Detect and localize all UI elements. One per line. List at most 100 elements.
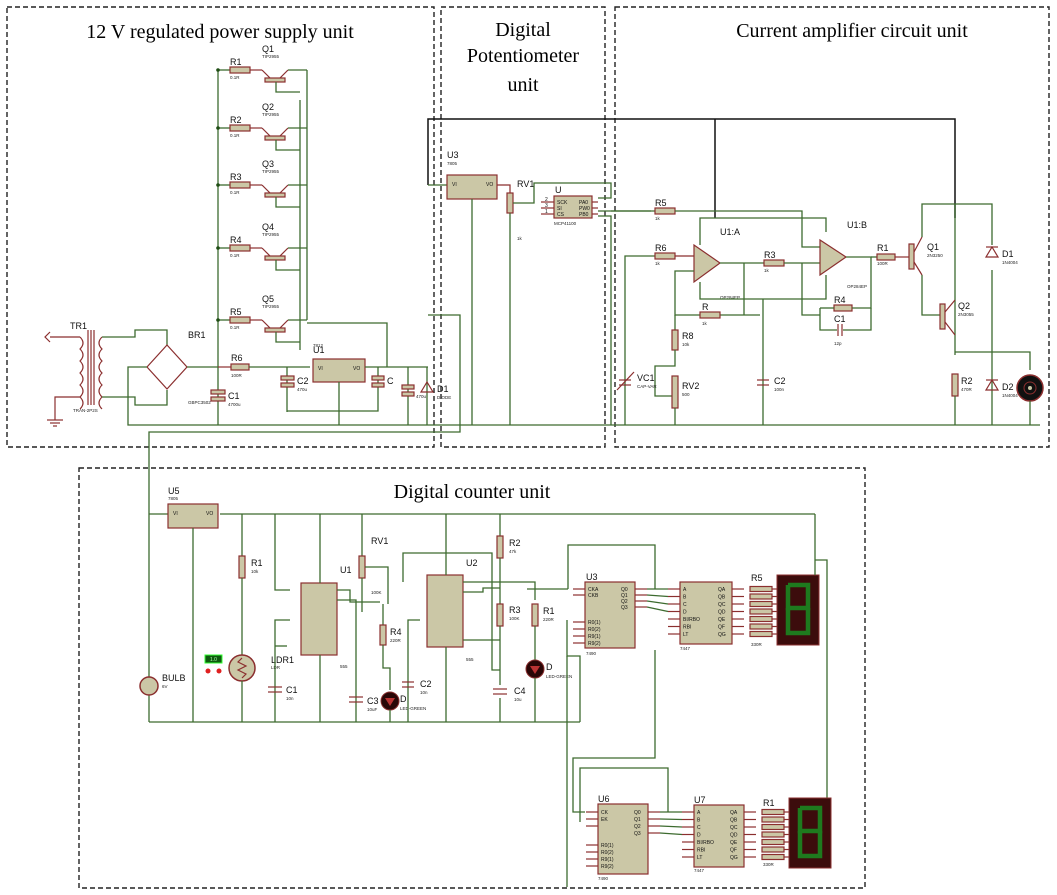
counter-r4-value: 220R [390,638,402,643]
amp-r2-value: 470R [961,387,973,392]
ps-resistor-r2 [229,124,251,132]
vc1-ref: VC1 [637,373,655,383]
resnet-resistor [761,823,785,831]
ps-resistor-r3 [229,181,251,189]
bulb-ref: BULB [162,673,186,683]
u6-counter-ref: U6 [598,794,610,804]
counter-title: Digital counter unit [394,481,551,503]
counter-rv1-value: 100K [371,590,382,595]
amp-r4 [833,304,853,312]
u3-pin-left: R0(2) [588,627,601,633]
u3-ref: U3 [447,150,459,160]
d1-ref: D1 [437,384,449,394]
u7-pin-right: QA [730,810,738,816]
ps-resistor-value: 0.1R [230,133,240,138]
resnet-resistor [761,846,785,853]
u7-pin-right: QE [730,840,738,846]
amp-r6-ref: R6 [655,243,667,253]
u3-counter-value: 7490 [586,651,597,656]
opamp-a-ref: U1:A [720,227,740,237]
u4-pin-left: LT [683,632,688,638]
u4-decoder-value: 7447 [680,646,691,651]
amp-rv2-ref: RV2 [682,381,699,391]
amp-r6-value: 1k [655,261,661,266]
counter-r1-ref: R1 [251,558,263,568]
amp-r6 [654,252,676,260]
u1-value: 7812 [313,343,324,348]
resnet-resistor [749,615,773,623]
ps-transistor-q3 [264,192,286,198]
q1-ref: Q1 [927,242,939,252]
amp-r8-ref: R8 [682,331,694,341]
amp-d2-ref: D2 [1002,382,1014,392]
amp-rv2 [671,375,679,409]
ps-resistor-r4 [229,244,251,252]
u3-pin-right: Q3 [621,605,628,611]
mcp-pin-right: PB0 [579,212,589,218]
resnet-resistor [761,808,785,816]
amp-d1-value: 1N4004 [1002,260,1018,265]
ldr-increase-button[interactable] [216,668,222,674]
amp-d2 [984,378,1000,391]
u6-pin-right: Q3 [634,831,641,837]
resnet-resistor [761,838,785,846]
display-1-digit [785,582,811,636]
amp-r3-value: 1k [764,268,770,273]
bridge-rectifier [127,344,450,426]
timer2-value: 555 [466,657,474,662]
amp-r-ref: R [702,302,709,312]
amp-r1-ref: R1 [877,243,889,253]
ps-transistor-q4 [264,255,286,261]
ldr-reading: 1.0 [210,657,217,663]
tr1-ref: TR1 [70,321,87,331]
mcp-pin-left: SI [557,206,562,212]
resnet-resistor [749,630,773,638]
counter-r4 [379,624,387,646]
u3-pin-vi: VI [452,182,457,188]
ps-resistor-r5 [229,316,251,324]
mcp-pin-right: PA0 [579,200,588,206]
resnet1-ref: R5 [751,573,763,583]
counter-c1-ref: C1 [286,685,298,695]
u6-pin-left: R0(1) [601,843,614,849]
u4-pin-left: D [683,610,687,616]
counter-rv1 [358,555,366,579]
counter-r1b [531,603,539,627]
c4-capacitor [401,384,415,390]
rv1-value: 1k [517,236,523,241]
counter-r4-ref: R4 [390,627,402,637]
amp-r5-value: 1k [655,216,661,221]
resnet-resistor [749,593,773,600]
counter-c2-value: 10n [420,690,428,695]
ldr-light-meter[interactable] [204,654,223,664]
ps-transistor-q1 [264,77,286,83]
timer1-ref: U1 [340,565,352,575]
decoder-7447-u4 [679,581,733,645]
amp-r5-ref: R5 [655,198,667,208]
amp-r1 [876,253,896,261]
supply-bus [427,118,956,218]
u7-pin-left: B [697,818,701,824]
c3-ref: C [387,376,394,386]
amp-r8 [671,329,679,351]
mcp-pin-num-left: 2 [545,197,548,203]
amp-r4-ref: R4 [834,295,846,305]
current-amp-title: Current amplifier circuit unit [736,20,968,42]
mcp-pin-num-left: 1 [545,209,548,215]
counter-r3-value: 100K [509,616,520,621]
r6-resistor [230,363,250,371]
d1-value: DIODE [437,395,451,400]
u7-pin-right: QC [730,825,738,831]
ldr-decrease-button[interactable] [205,668,211,674]
q2-transistor [939,303,946,330]
u6-pin-left: R0(2) [601,850,614,856]
counter-circuit: VI VO U5 7805 BULB 6V R1 10k LDR1 LDR 1.… [139,486,832,887]
u3-pin-left: CKB [588,593,599,599]
c2-capacitor [280,375,295,381]
c3-capacitor [371,375,385,381]
ps-resistor-ref: R1 [230,57,242,67]
u5-ref: U5 [168,486,180,496]
counter-c1-value: 10n [286,696,294,701]
u5-value: 7805 [168,496,179,501]
